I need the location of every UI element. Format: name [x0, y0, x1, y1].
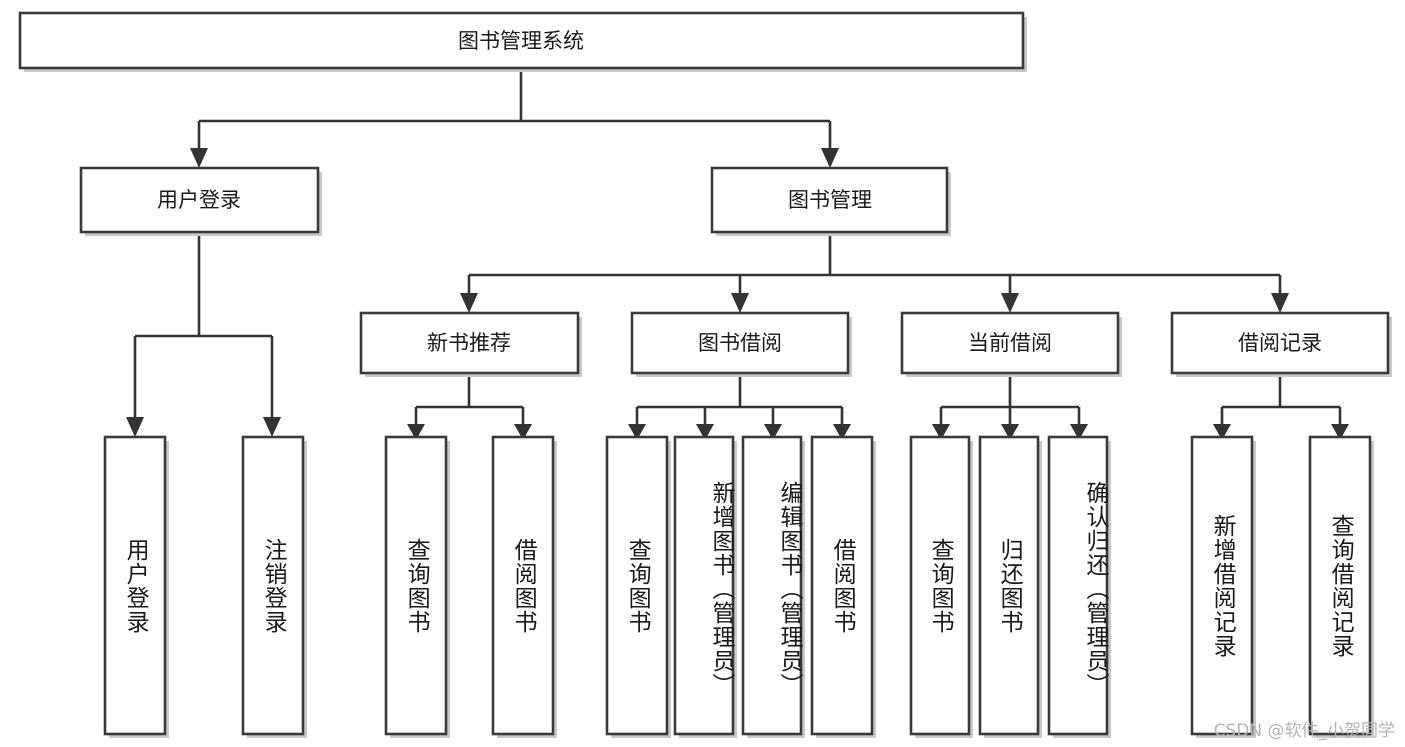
node-leaf-box[interactable] — [605, 435, 669, 736]
node-leaf-box[interactable] — [1047, 435, 1109, 736]
arrowhead-icon — [1001, 424, 1019, 440]
arrowhead-icon — [126, 417, 144, 437]
node-leaf-box[interactable] — [1190, 435, 1254, 736]
arrowhead-icon — [1070, 424, 1088, 440]
arrowhead-icon — [1331, 424, 1349, 440]
arrowhead-icon — [821, 148, 839, 168]
node-user-login-label: 用户登录 — [157, 188, 241, 212]
node-current-borrow-box[interactable] — [900, 311, 1120, 375]
node-leaf-box[interactable] — [491, 435, 555, 736]
arrowhead-icon — [460, 293, 478, 313]
node-root-label: 图书管理系统 — [458, 29, 584, 53]
node-book-management-box[interactable] — [710, 166, 949, 234]
node-leaf-box[interactable] — [909, 435, 971, 736]
node-leaf-box[interactable] — [810, 435, 874, 736]
node-leaf-box[interactable] — [1308, 435, 1372, 736]
node-leaf-box[interactable] — [103, 435, 167, 736]
node-leaf-box[interactable] — [673, 435, 735, 736]
node-book-borrow-box[interactable] — [630, 311, 850, 375]
node-book-management-label: 图书管理 — [788, 188, 872, 212]
node-leaf-box[interactable] — [741, 435, 803, 736]
node-borrow-record-label: 借阅记录 — [1238, 331, 1322, 355]
arrowhead-icon — [628, 424, 646, 440]
node-book-borrow-label: 图书借阅 — [698, 331, 782, 355]
node-leaf-box[interactable] — [978, 435, 1040, 736]
arrowhead-icon — [263, 417, 281, 437]
arrowhead-icon — [932, 424, 950, 440]
arrowhead-icon — [1213, 424, 1231, 440]
arrowhead-icon — [407, 424, 425, 440]
node-user-login-box[interactable] — [79, 166, 320, 234]
arrowhead-icon — [833, 424, 851, 440]
node-leaf-box[interactable] — [241, 435, 305, 736]
node-leaf-box[interactable] — [384, 435, 448, 736]
connector-layer — [133, 69, 1342, 424]
arrowhead-icon — [190, 148, 208, 168]
arrowhead-icon — [696, 424, 714, 440]
node-new-book-recommend-label: 新书推荐 — [427, 331, 511, 355]
arrowhead-icon — [731, 293, 749, 313]
csdn-watermark: CSDN @软件_小贺同学 — [1213, 721, 1395, 741]
arrowhead-icon — [1001, 293, 1019, 313]
arrowhead-icon — [764, 424, 782, 440]
arrowhead-icon — [514, 424, 532, 440]
label-layer: 图书管理系统 用户登录 图书管理 新书推荐 图书借阅 当前借阅 借阅记录 — [157, 29, 1322, 355]
node-current-borrow-label: 当前借阅 — [968, 331, 1052, 355]
node-new-book-recommend-box[interactable] — [359, 311, 580, 375]
node-borrow-record-box[interactable] — [1170, 311, 1390, 375]
arrowhead-icon — [1271, 293, 1289, 313]
arrowhead-layer — [126, 148, 1349, 440]
node-root-box[interactable] — [18, 11, 1025, 70]
node-layer — [18, 11, 1392, 738]
